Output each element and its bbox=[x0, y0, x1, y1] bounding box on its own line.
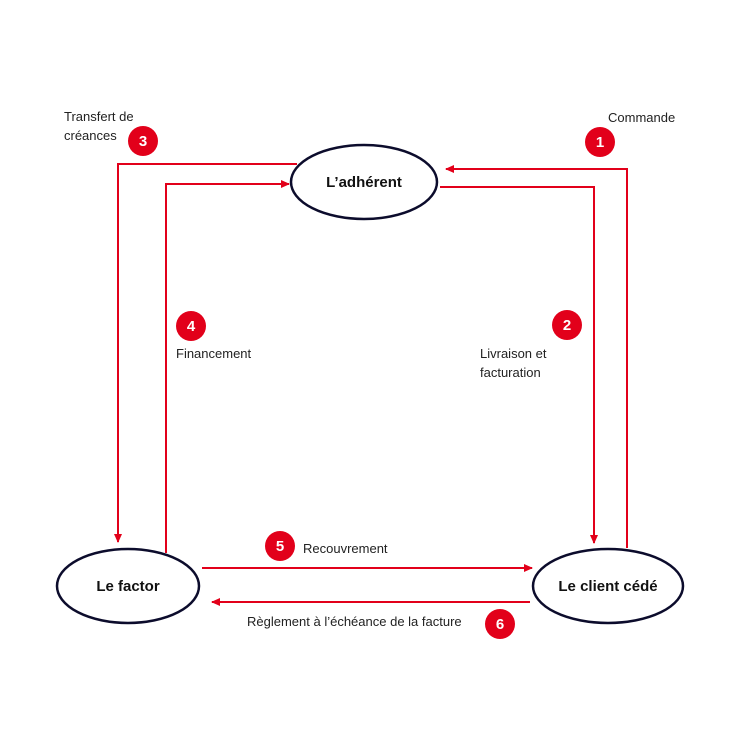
step-4-label: Financement bbox=[176, 346, 252, 361]
arrow-financement bbox=[165, 180, 290, 553]
badge-step-6-number: 6 bbox=[496, 616, 504, 633]
badge-step-2: 2 bbox=[552, 310, 582, 340]
arrow-commande bbox=[445, 165, 628, 548]
step-labels: Commande Livraison et facturation Transf… bbox=[64, 109, 675, 629]
badge-step-1-circle bbox=[585, 127, 615, 157]
badge-step-1: 1 bbox=[585, 127, 615, 157]
badge-step-6-circle bbox=[485, 609, 515, 639]
arrow-livraison bbox=[440, 186, 598, 544]
node-client-label: Le client cédé bbox=[558, 578, 657, 595]
badge-step-5-number: 5 bbox=[276, 538, 284, 555]
badge-step-3-number: 3 bbox=[139, 133, 147, 150]
step-2-label-line2: facturation bbox=[480, 365, 541, 380]
node-client: Le client cédé bbox=[531, 547, 685, 625]
step-badges: 1 2 3 4 5 6 bbox=[128, 126, 615, 639]
badge-step-5: 5 bbox=[265, 531, 295, 561]
node-adherent: L’adhérent bbox=[289, 143, 439, 221]
badge-step-6: 6 bbox=[485, 609, 515, 639]
step-6-label: Règlement à l’échéance de la facture bbox=[247, 614, 462, 629]
node-client-shape bbox=[531, 547, 685, 625]
arrows bbox=[114, 163, 628, 606]
badge-step-1-number: 1 bbox=[596, 134, 604, 151]
node-adherent-shape bbox=[289, 143, 439, 221]
badge-step-2-number: 2 bbox=[563, 317, 571, 334]
node-factor: Le factor bbox=[55, 547, 201, 625]
step-3-label-line2: créances bbox=[64, 128, 117, 143]
step-5-label: Recouvrement bbox=[303, 541, 388, 556]
step-1-label: Commande bbox=[608, 110, 675, 125]
node-factor-label: Le factor bbox=[96, 578, 160, 595]
badge-step-5-circle bbox=[265, 531, 295, 561]
node-factor-shape bbox=[55, 547, 201, 625]
badge-step-3: 3 bbox=[128, 126, 158, 156]
badge-step-4-number: 4 bbox=[187, 318, 196, 335]
badge-step-3-circle bbox=[128, 126, 158, 156]
node-adherent-label: L’adhérent bbox=[326, 174, 402, 191]
badge-step-2-circle bbox=[552, 310, 582, 340]
arrow-transfert bbox=[114, 163, 297, 543]
badge-step-4-circle bbox=[176, 311, 206, 341]
badge-step-4: 4 bbox=[176, 311, 206, 341]
step-3-label-line1: Transfert de bbox=[64, 109, 134, 124]
step-2-label-line1: Livraison et bbox=[480, 346, 547, 361]
